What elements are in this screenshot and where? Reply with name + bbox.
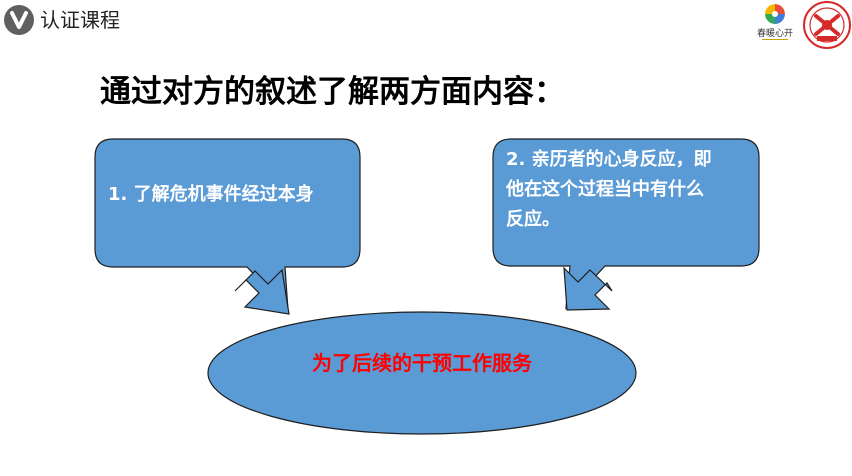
right-box-line: 他在这个过程当中有什么 — [506, 179, 704, 200]
main-title: 通过对方的叙述了解两方面内容： — [100, 74, 565, 110]
brand-underline — [750, 38, 800, 42]
brand-logo: 春暖心开 — [750, 2, 800, 50]
right-box-text: 2. 亲历者的心身反应，即 他在这个过程当中有什么 反应。 — [506, 145, 751, 235]
right-box-line: 2. 亲历者的心身反应，即 — [506, 149, 712, 170]
left-callout-box — [94, 138, 361, 312]
header: 认证课程 春暖心开 — [0, 0, 852, 50]
left-arrow-icon — [234, 268, 290, 315]
brand-name: 春暖心开 — [756, 29, 793, 39]
left-box-text: 1. 了解危机事件经过本身 — [108, 184, 314, 205]
v-logo-icon — [4, 5, 34, 35]
right-arrow-icon — [563, 266, 613, 311]
seal-emblem-icon — [802, 0, 852, 50]
center-oval — [207, 311, 637, 435]
header-title: 认证课程 — [40, 8, 120, 32]
color-wheel-icon — [765, 4, 785, 24]
oval-text: 为了后续的干预工作服务 — [312, 351, 532, 375]
right-box-line: 反应。 — [506, 209, 560, 230]
